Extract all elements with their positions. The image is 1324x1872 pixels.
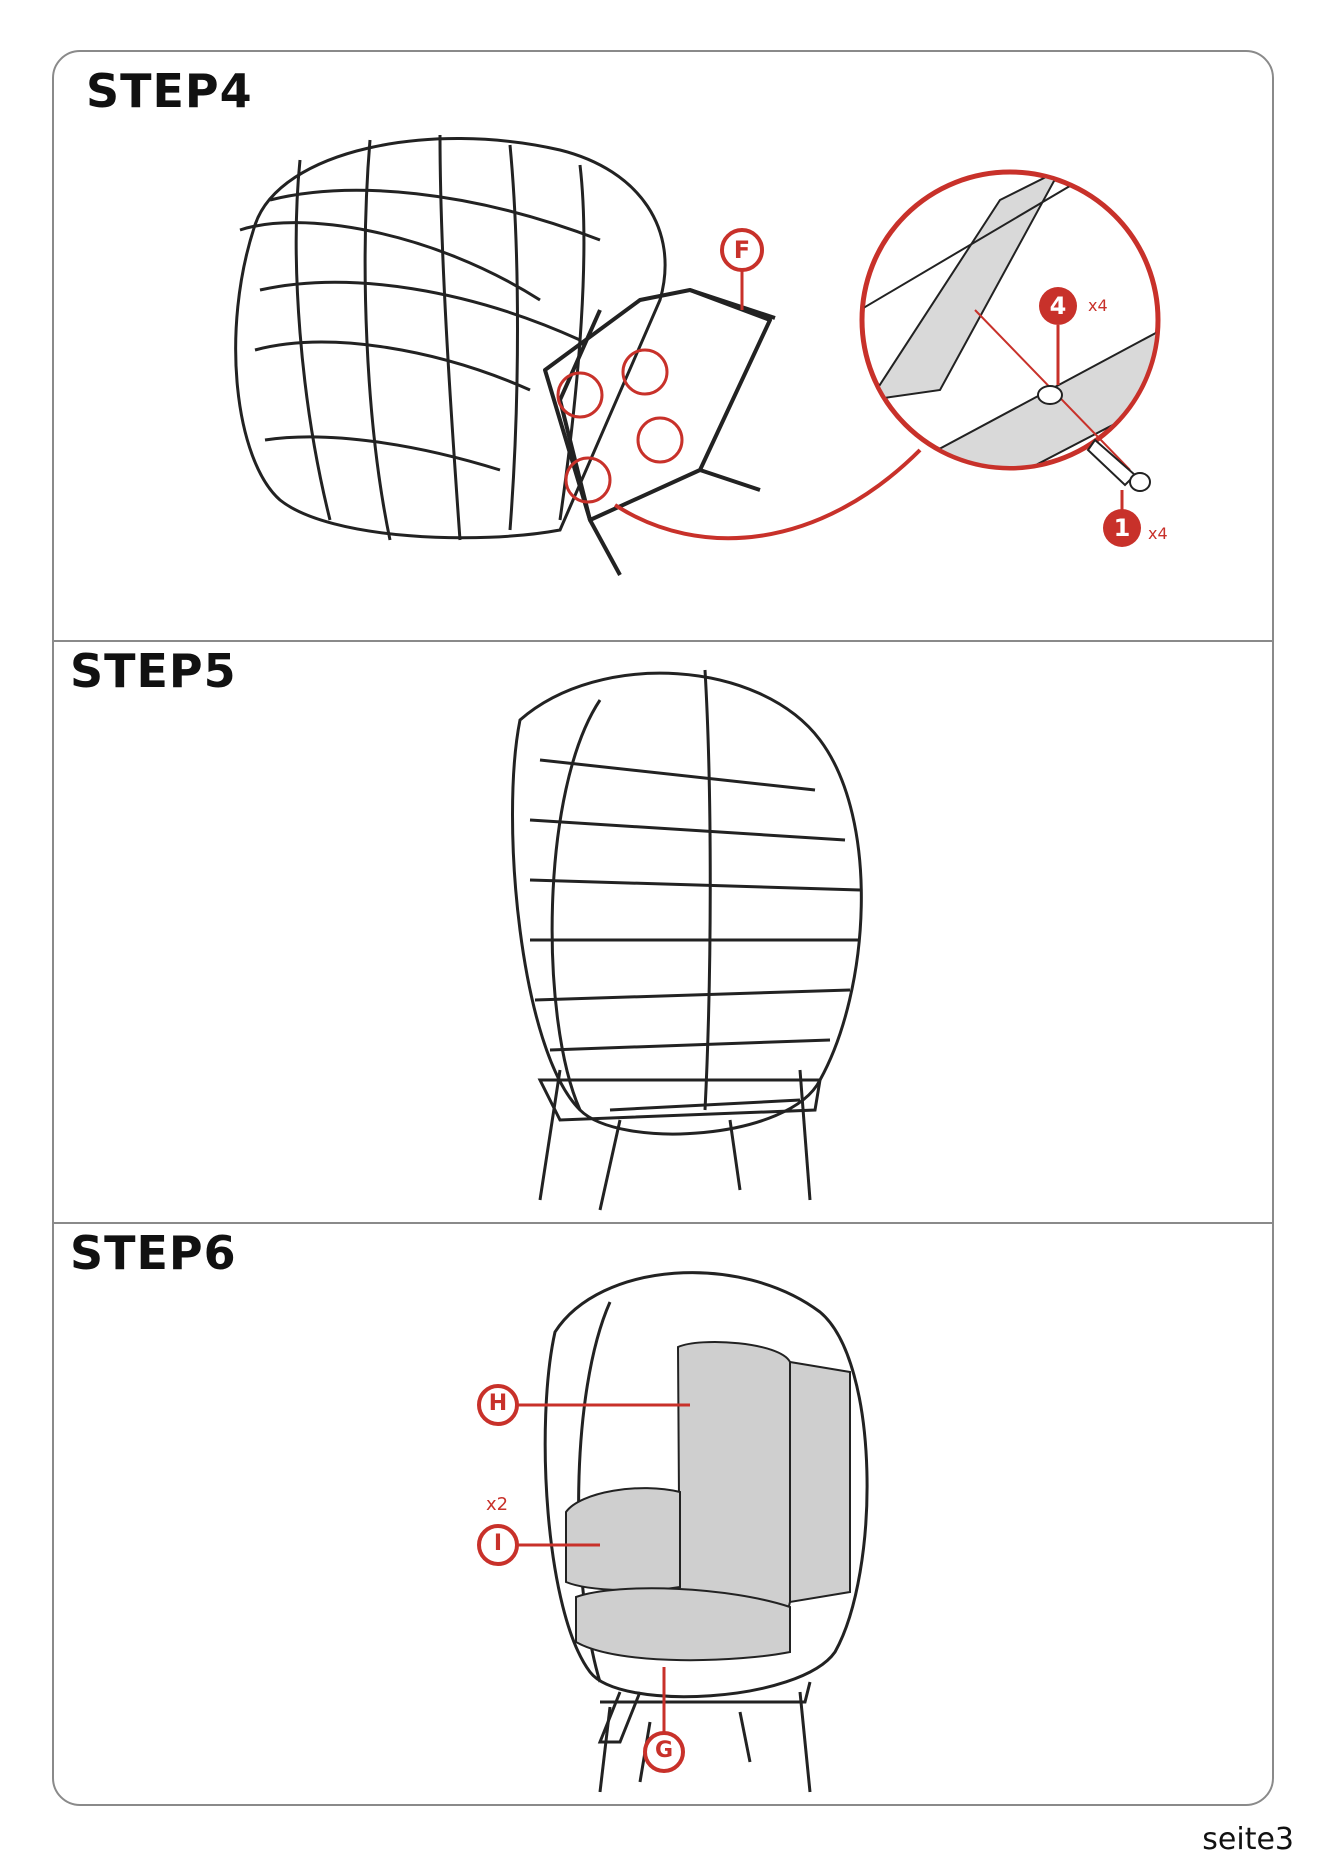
part-label-h: H	[486, 1391, 510, 1416]
washer-quantity: x4	[1088, 296, 1108, 315]
page-number: seite3	[1202, 1822, 1294, 1857]
part-label-f: F	[730, 236, 754, 264]
part-label-i: I	[486, 1531, 510, 1556]
step6-illustration	[0, 1222, 1324, 1822]
callout-circle	[558, 373, 602, 417]
bolt-number-badge: 1	[1110, 514, 1134, 542]
washer-number-badge: 4	[1046, 292, 1070, 320]
part-i-quantity: x2	[486, 1494, 508, 1515]
step5-illustration	[0, 640, 1324, 1240]
part-label-g: G	[652, 1738, 676, 1763]
callout-circle	[638, 418, 682, 462]
step4-illustration	[0, 0, 1324, 640]
bolt-quantity: x4	[1148, 524, 1168, 543]
